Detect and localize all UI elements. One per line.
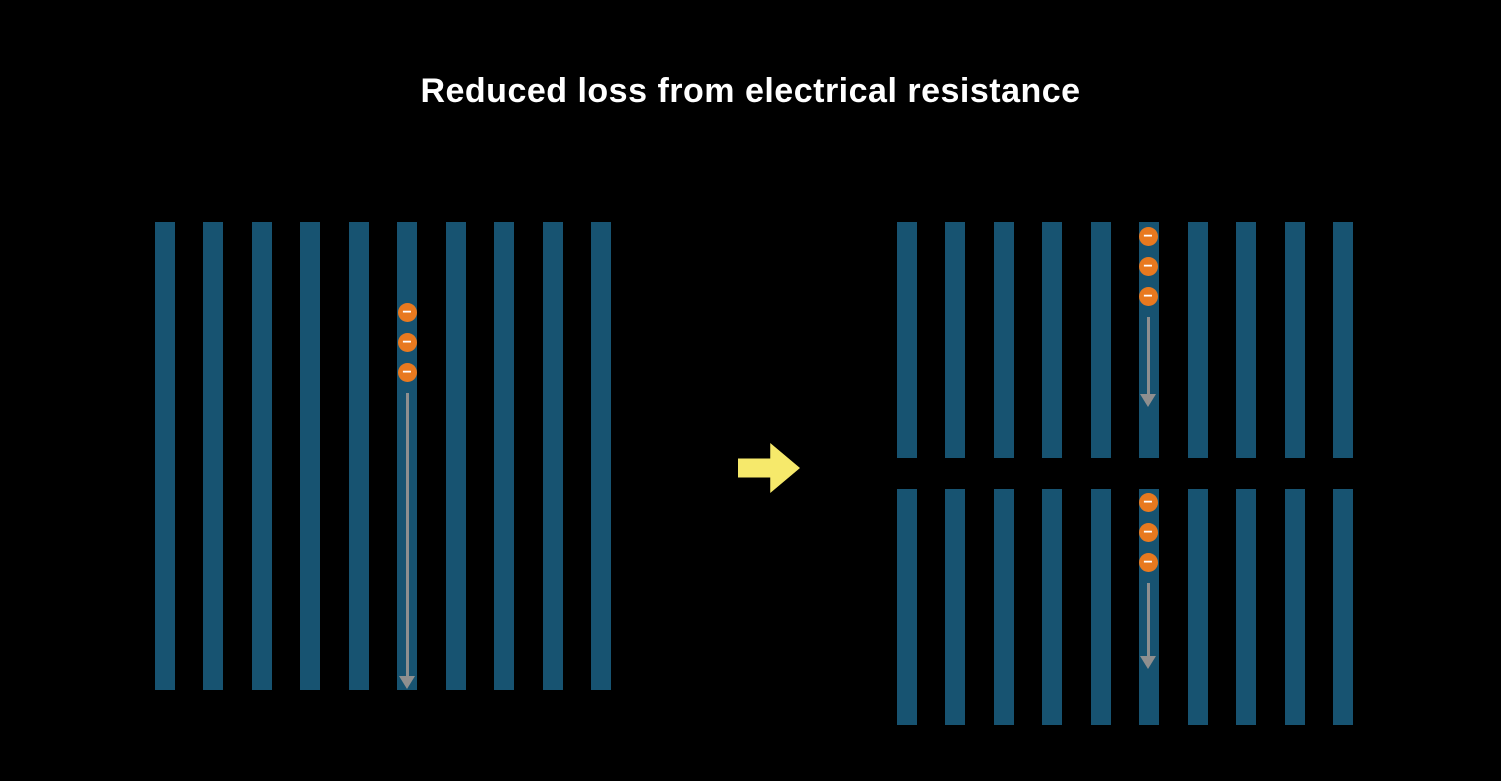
conductor-bar — [1284, 222, 1305, 458]
electron-minus-icon: − — [397, 303, 417, 322]
electron-minus-icon: − — [1138, 257, 1158, 276]
flow-arrow-line — [1146, 317, 1150, 395]
conductor-bar — [1042, 489, 1063, 725]
conductor-bar — [993, 489, 1014, 725]
electron-minus-icon: − — [1138, 287, 1158, 306]
conductor-bar — [1332, 222, 1353, 458]
flow-arrow-head-icon — [1140, 394, 1156, 407]
conductor-bar — [945, 489, 966, 725]
conductor-bar — [897, 489, 917, 725]
flow-arrow-head-icon — [1140, 656, 1156, 669]
electron-minus-icon: − — [1138, 523, 1158, 542]
diagram-title: Reduced loss from electrical resistance — [420, 72, 1081, 110]
conductor-bar — [1236, 489, 1257, 725]
conductor-bar — [1236, 222, 1257, 458]
right-top-electrode-array — [897, 222, 1353, 458]
right-bottom-electrode-array — [897, 489, 1353, 725]
conductor-bar — [590, 222, 611, 690]
conductor-bar — [1187, 222, 1208, 458]
conductor-bar — [348, 222, 369, 690]
conductor-bar — [1187, 489, 1208, 725]
conductor-bar — [445, 222, 466, 690]
electron-flow-right-bottom: − − − — [1128, 493, 1168, 669]
conductor-bar — [1090, 222, 1111, 458]
conductor-bar — [1090, 489, 1111, 725]
conductor-bar — [300, 222, 321, 690]
electron-minus-icon: − — [397, 333, 417, 352]
conductor-bar — [494, 222, 515, 690]
electron-flow-left: − − − — [387, 303, 427, 689]
conductor-bar — [203, 222, 224, 690]
right-arrow-icon — [738, 443, 800, 493]
conductor-bar — [542, 222, 563, 690]
conductor-bar — [897, 222, 917, 458]
left-electrode-array — [155, 222, 611, 690]
flow-arrow-line — [1146, 583, 1150, 657]
conductor-bar — [1042, 222, 1063, 458]
conductor-bar — [1284, 489, 1305, 725]
flow-arrow-line — [405, 393, 409, 677]
conductor-bar — [155, 222, 175, 690]
electron-minus-icon: − — [397, 363, 417, 382]
electron-minus-icon: − — [1138, 227, 1158, 246]
electron-minus-icon: − — [1138, 493, 1158, 512]
conductor-bar — [993, 222, 1014, 458]
conductor-bar — [251, 222, 272, 690]
conductor-bar — [1332, 489, 1353, 725]
electron-flow-right-top: − − − — [1128, 227, 1168, 407]
flow-arrow-head-icon — [399, 676, 415, 689]
electron-minus-icon: − — [1138, 553, 1158, 572]
conductor-bar — [945, 222, 966, 458]
